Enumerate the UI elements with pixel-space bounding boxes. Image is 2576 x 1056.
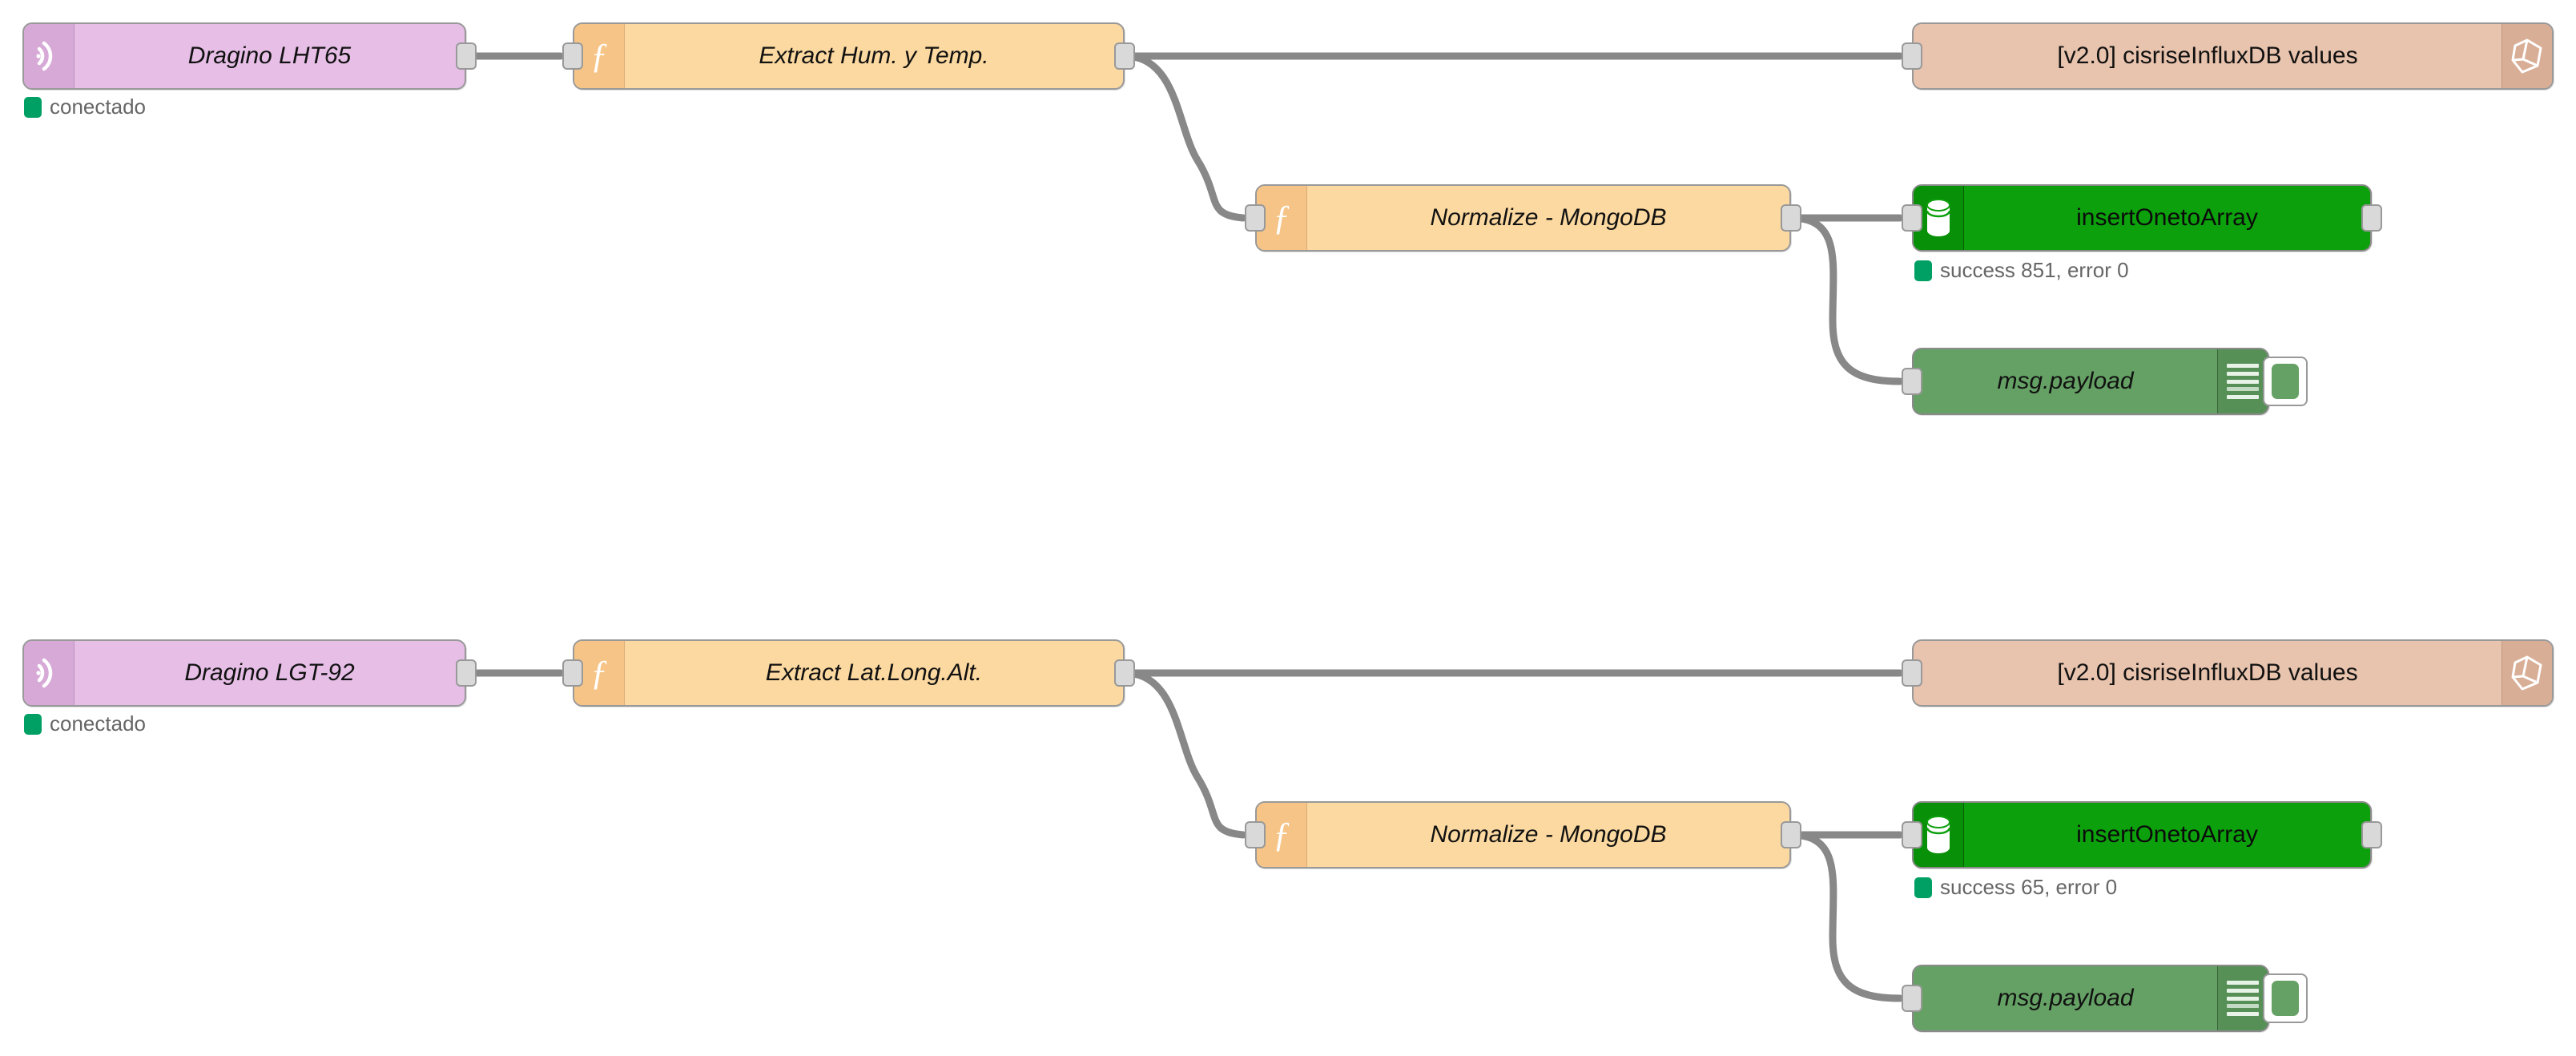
wire-extract-to-normalize-1 [1121,52,1247,222]
input-port[interactable] [1245,821,1266,848]
input-port[interactable] [562,659,583,687]
node-mongodb-insert-one-to-array-2[interactable]: insertOnetoArray [1902,801,2382,869]
mongodb-icon-box [1914,803,1964,867]
status-text: conectado [50,711,146,736]
status-dot [24,713,42,735]
wire-extract-to-normalize-2 [1121,669,1247,839]
output-port[interactable] [1781,821,1801,848]
input-port[interactable] [1245,204,1266,232]
status-dot [1914,877,1932,898]
status-dot [1914,260,1932,281]
debug-icon-box [2217,966,2268,1030]
node-label: msg.payload [1997,985,2134,1011]
debug-icon-box [2217,349,2268,413]
node-debug-msg-payload-1[interactable]: msg.payload [1902,348,2308,415]
node-label: [v2.0] cisriseInfluxDB values [2057,659,2358,686]
function-icon: ƒ [590,36,608,75]
status-text: success 65, error 0 [1940,875,2118,899]
debug-icon [2227,981,2259,1016]
debug-toggle-button[interactable] [2263,973,2308,1023]
mqtt-icon [36,41,53,71]
influxdb-icon-box [2502,641,2552,705]
mongodb-icon [1926,816,1951,853]
status-mongodb-insert-2: success 65, error 0 [1914,875,2117,900]
node-label: Dragino LGT-92 [184,659,355,686]
status-mqtt-dragino-lgt92: conectado [24,711,146,736]
wire-normalize-to-debug-1 [1787,214,1904,385]
node-mqtt-dragino-lgt92[interactable]: Dragino LGT-92 [22,639,477,707]
influxdb-icon-box [2502,24,2552,88]
input-port[interactable] [1902,659,1922,687]
node-function-normalize-mongodb-2[interactable]: ƒ Normalize - MongoDB [1245,801,1801,869]
output-port[interactable] [456,42,477,70]
node-label: Normalize - MongoDB [1430,821,1667,848]
input-port[interactable] [1902,42,1922,70]
node-label: [v2.0] cisriseInfluxDB values [2057,42,2358,69]
node-label: insertOnetoArray [2076,204,2258,231]
input-port[interactable] [1902,821,1922,848]
status-dot [24,96,42,118]
output-port[interactable] [2361,204,2382,232]
node-debug-msg-payload-2[interactable]: msg.payload [1902,965,2308,1032]
function-icon: ƒ [590,653,608,692]
node-mqtt-dragino-lht65[interactable]: Dragino LHT65 [22,22,477,90]
status-mqtt-dragino-lht65: conectado [24,95,146,119]
mqtt-icon-box [24,641,74,705]
influxdb-icon [2511,655,2542,691]
output-port[interactable] [1114,659,1135,687]
output-port[interactable] [1781,204,1801,232]
node-function-extract-hum-temp[interactable]: ƒ Extract Hum. y Temp. [562,22,1135,90]
status-text: conectado [50,95,146,119]
function-icon: ƒ [1273,198,1290,237]
node-label: insertOnetoArray [2076,821,2258,848]
output-port[interactable] [1114,42,1135,70]
status-mongodb-insert-1: success 851, error 0 [1914,258,2129,283]
wire-normalize-to-debug-2 [1787,831,1904,1002]
status-text: success 851, error 0 [1940,258,2129,282]
node-influxdb-out-1[interactable]: [v2.0] cisriseInfluxDB values [1902,22,2554,90]
node-mongodb-insert-one-to-array-1[interactable]: insertOnetoArray [1902,184,2382,252]
node-label: Dragino LHT65 [187,42,352,69]
influxdb-icon [2511,38,2542,74]
debug-icon [2227,364,2259,399]
input-port[interactable] [562,42,583,70]
mqtt-icon [36,658,53,688]
function-icon: ƒ [1273,815,1290,854]
node-label: msg.payload [1997,368,2134,394]
node-label: Extract Lat.Long.Alt. [765,659,983,686]
node-function-extract-lat-long-alt[interactable]: ƒ Extract Lat.Long.Alt. [562,639,1135,707]
mongodb-icon [1926,199,1951,236]
input-port[interactable] [1902,368,1922,395]
output-port[interactable] [456,659,477,687]
mqtt-icon-box [24,24,74,88]
node-label: Normalize - MongoDB [1430,204,1667,231]
node-label: Extract Hum. y Temp. [759,42,989,69]
input-port[interactable] [1902,985,1922,1012]
input-port[interactable] [1902,204,1922,232]
debug-toggle-button[interactable] [2263,357,2308,406]
node-influxdb-out-2[interactable]: [v2.0] cisriseInfluxDB values [1902,639,2554,707]
output-port[interactable] [2361,821,2382,848]
node-function-normalize-mongodb-1[interactable]: ƒ Normalize - MongoDB [1245,184,1801,252]
